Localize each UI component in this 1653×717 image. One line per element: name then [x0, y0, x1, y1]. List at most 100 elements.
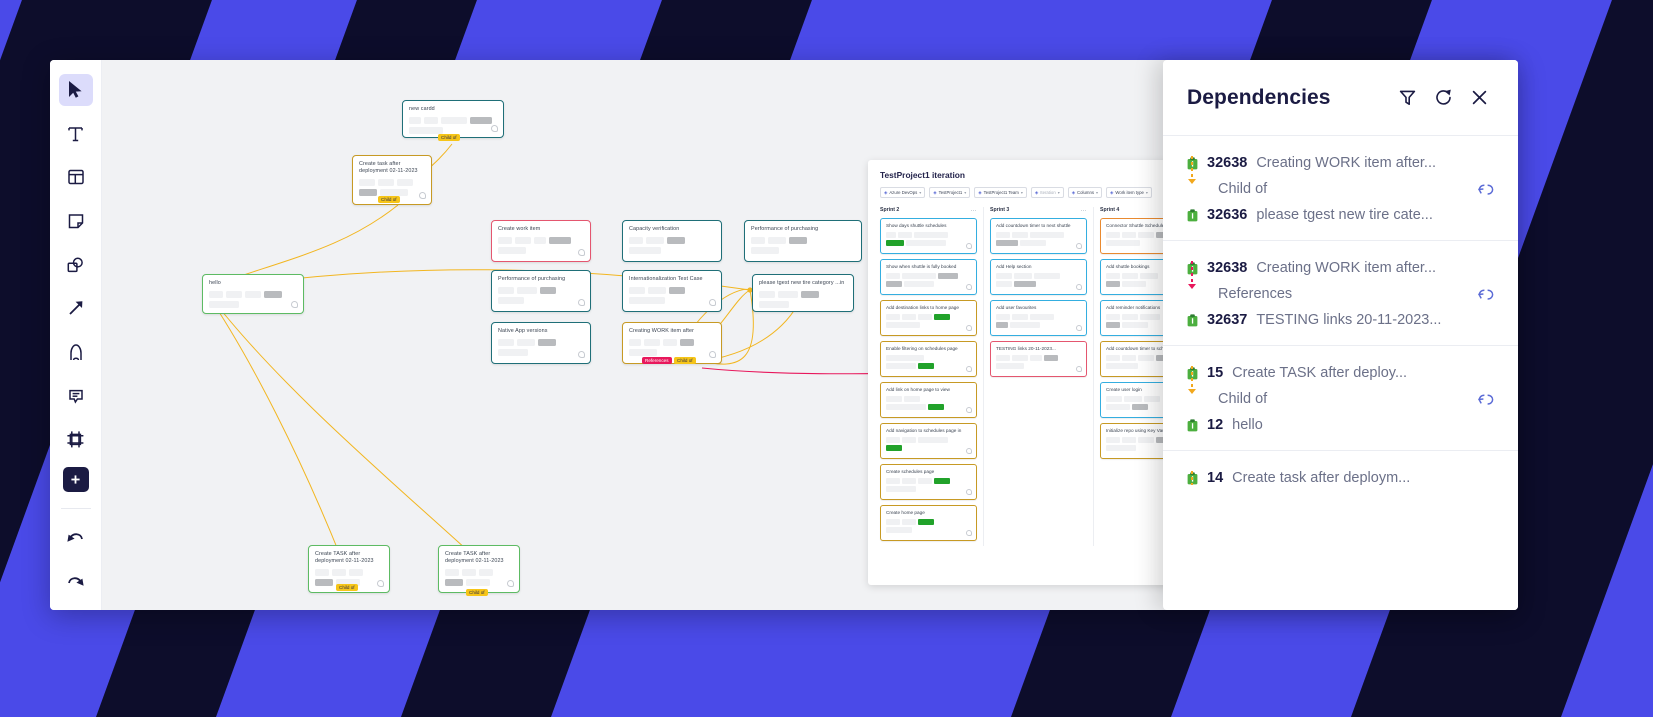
canvas-link-label[interactable]: Child of [378, 196, 400, 203]
board-card[interactable]: Create home page [880, 505, 977, 541]
board-card[interactable]: Add Help section [990, 259, 1087, 295]
board-card[interactable]: Show days shuttle schedules [880, 218, 977, 254]
work-item-id[interactable]: 14 [1207, 470, 1224, 486]
refresh-button[interactable] [1428, 83, 1458, 113]
board-card[interactable]: TESTING links 20-11-2023... [990, 341, 1087, 377]
board-filter-chip[interactable]: ◈Azure DevOps▾ [880, 187, 926, 198]
link-chain-icon[interactable] [1478, 287, 1494, 302]
board-filter-chip[interactable]: ◈Iteration▾ [1030, 187, 1064, 198]
card-resize-handle[interactable] [507, 580, 514, 587]
field-placeholder [902, 314, 916, 320]
shapes-tool[interactable] [59, 249, 93, 281]
column-menu-button[interactable]: ... [970, 207, 977, 213]
dependency-source-row[interactable]: 15 Create TASK after deploy... [1187, 362, 1494, 384]
arrow-tool[interactable] [59, 293, 93, 325]
card-resize-handle[interactable] [966, 284, 972, 290]
work-item-id[interactable]: 32638 [1207, 260, 1248, 276]
work-item-title[interactable]: TESTING links 20-11-2023... [1256, 312, 1442, 328]
canvas-card[interactable]: Native App versions [491, 322, 591, 364]
work-item-id[interactable]: 32636 [1207, 207, 1248, 223]
table-tool[interactable] [59, 161, 93, 193]
card-resize-handle[interactable] [377, 580, 384, 587]
card-resize-handle[interactable] [966, 530, 972, 536]
canvas-card[interactable]: Performance of purchasing [744, 220, 862, 262]
canvas-link-label[interactable]: Child of [674, 357, 696, 364]
work-item-title[interactable]: hello [1232, 417, 1263, 433]
work-item-title[interactable]: Create task after deploym... [1232, 470, 1411, 486]
comment-tool[interactable] [59, 380, 93, 412]
dependency-target-row[interactable]: 32637 TESTING links 20-11-2023... [1187, 309, 1494, 331]
card-resize-handle[interactable] [1076, 284, 1082, 290]
card-resize-handle[interactable] [966, 407, 972, 413]
sticky-note-tool[interactable] [59, 205, 93, 237]
canvas-card[interactable]: Internationalization Test Case [622, 270, 722, 312]
canvas-link-label[interactable]: Child of [438, 134, 460, 141]
canvas-card[interactable]: new cardd [402, 100, 504, 138]
card-resize-handle[interactable] [491, 125, 498, 132]
board-filter-chip[interactable]: ◈Columns▾ [1067, 187, 1103, 198]
canvas-card[interactable]: Performance of purchasing [491, 270, 591, 312]
work-item-id[interactable]: 15 [1207, 365, 1224, 381]
board-filter-chip[interactable]: ◈TestProject1▾ [929, 187, 971, 198]
board-card[interactable]: Add countdown timer to next shuttle [990, 218, 1087, 254]
dependency-source-row[interactable]: 14 Create task after deploym... [1187, 467, 1494, 489]
field-placeholder [629, 297, 665, 304]
work-item-title[interactable]: please tgest new tire cate... [1256, 207, 1433, 223]
card-resize-handle[interactable] [709, 351, 716, 358]
frame-tool[interactable] [59, 424, 93, 456]
card-resize-handle[interactable] [578, 249, 585, 256]
canvas-card[interactable]: please tgest new tire category ...in [752, 274, 854, 312]
canvas-card[interactable]: hello [202, 274, 304, 314]
board-card[interactable]: Add destination links to home page [880, 300, 977, 336]
card-resize-handle[interactable] [966, 489, 972, 495]
card-resize-handle[interactable] [1076, 325, 1082, 331]
board-card[interactable]: Show when shuttle is fully booked [880, 259, 977, 295]
work-item-title[interactable]: Creating WORK item after... [1256, 260, 1437, 276]
dependency-source-row[interactable]: 32638 Creating WORK item after... [1187, 257, 1494, 279]
pen-tool[interactable] [59, 336, 93, 368]
canvas-card[interactable]: Create work item [491, 220, 591, 262]
add-tool[interactable] [62, 467, 89, 492]
card-resize-handle[interactable] [578, 351, 585, 358]
undo-button[interactable] [59, 523, 93, 555]
link-chain-icon[interactable] [1478, 182, 1494, 197]
card-resize-handle[interactable] [966, 243, 972, 249]
canvas-card[interactable]: Creating WORK item after [622, 322, 722, 364]
board-filter-chip[interactable]: ◈Work item type▾ [1106, 187, 1152, 198]
card-resize-handle[interactable] [578, 299, 585, 306]
card-resize-handle[interactable] [1076, 366, 1082, 372]
work-item-title[interactable]: Create TASK after deploy... [1232, 365, 1408, 381]
card-resize-handle[interactable] [966, 325, 972, 331]
select-tool[interactable] [58, 74, 93, 106]
canvas-link-label[interactable]: Child of [466, 589, 488, 596]
dependency-source-row[interactable]: 32638 Creating WORK item after... [1187, 152, 1494, 174]
work-item-id[interactable]: 32637 [1207, 312, 1248, 328]
card-resize-handle[interactable] [709, 299, 716, 306]
card-resize-handle[interactable] [966, 448, 972, 454]
work-item-id[interactable]: 12 [1207, 417, 1224, 433]
board-filter-chip[interactable]: ◈TestProject1 Team▾ [974, 187, 1027, 198]
card-resize-handle[interactable] [291, 301, 298, 308]
text-tool[interactable] [59, 118, 93, 150]
filter-button[interactable] [1392, 83, 1422, 113]
card-resize-handle[interactable] [419, 192, 426, 199]
link-chain-icon[interactable] [1478, 392, 1494, 407]
card-resize-handle[interactable] [1076, 243, 1082, 249]
board-card[interactable]: Add navigation to schedules page in [880, 423, 977, 459]
close-button[interactable] [1464, 83, 1494, 113]
column-menu-button[interactable]: ... [1080, 207, 1087, 213]
work-item-id[interactable]: 32638 [1207, 155, 1248, 171]
work-item-title[interactable]: Creating WORK item after... [1256, 155, 1437, 171]
redo-button[interactable] [59, 566, 93, 598]
board-card[interactable]: Create schedules page [880, 464, 977, 500]
canvas-card[interactable]: Capacity verification [622, 220, 722, 262]
canvas-link-label[interactable]: References [642, 357, 672, 364]
dependency-target-row[interactable]: 12 hello [1187, 414, 1494, 436]
dependency-target-row[interactable]: 32636 please tgest new tire cate... [1187, 204, 1494, 226]
canvas-link-label[interactable]: Child of [336, 584, 358, 591]
card-resize-handle[interactable] [966, 366, 972, 372]
board-card[interactable]: Add link on home page to view [880, 382, 977, 418]
canvas-card[interactable]: Create TASK after deployment 02-11-2023 [438, 545, 520, 593]
board-card[interactable]: Enable filtering on schedules page [880, 341, 977, 377]
board-card[interactable]: Add user favourites [990, 300, 1087, 336]
